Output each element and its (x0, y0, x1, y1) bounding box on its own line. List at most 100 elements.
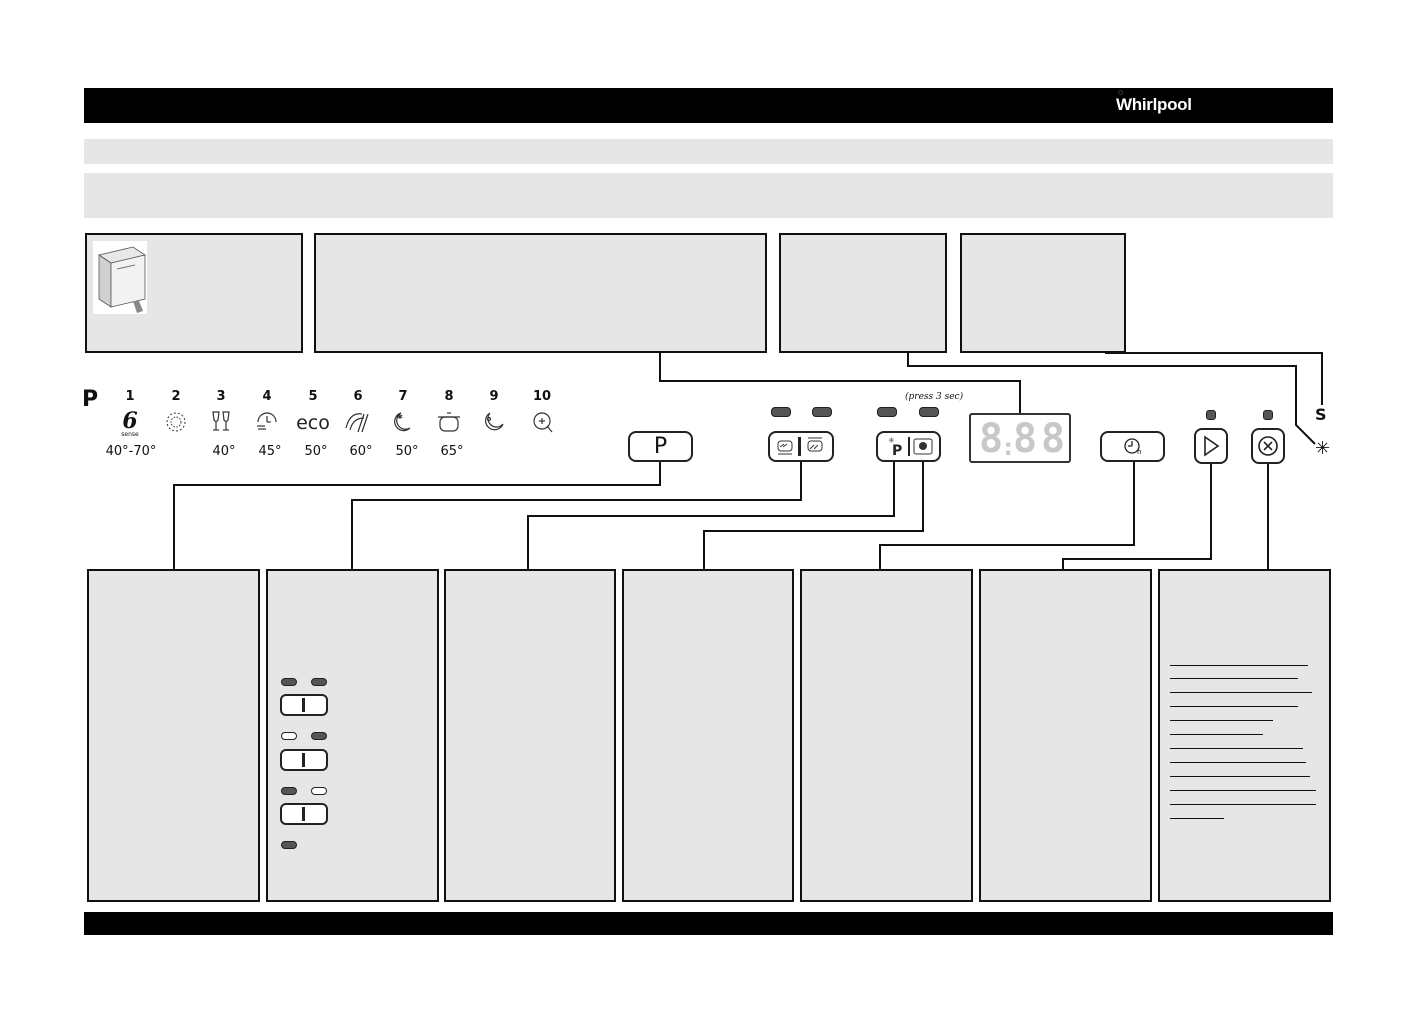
cancel-icon (1258, 436, 1278, 456)
svg-text:✳: ✳ (888, 436, 895, 445)
salt-info-box (779, 233, 947, 353)
mini-led (311, 732, 327, 740)
quick-wash-icon (257, 412, 277, 430)
text-line (1170, 748, 1303, 749)
title-band (84, 139, 1333, 164)
mini-led (311, 678, 327, 686)
text-line (1170, 804, 1316, 805)
svg-text:P: P (892, 443, 902, 459)
mini-led (281, 841, 297, 849)
eco-icon: eco (296, 412, 330, 434)
pot-icon (438, 412, 460, 432)
mini-led (311, 787, 327, 795)
start-button[interactable] (1194, 428, 1228, 464)
programme-symbol: P (82, 387, 99, 412)
mini-half-load-icon (280, 749, 328, 771)
salt-indicator-icon: S (1315, 405, 1327, 424)
display-colon: : (1001, 433, 1016, 461)
programme-temp: 50° (395, 444, 419, 459)
program-button[interactable]: P (628, 431, 693, 462)
text-line (1170, 678, 1298, 679)
text-line (1170, 790, 1316, 791)
programme-temp: 45° (258, 444, 282, 459)
half-load-icon (777, 437, 823, 456)
delay-start-button[interactable]: h (1100, 431, 1165, 462)
rinse-aid-indicator-icon: ✳ (1315, 438, 1331, 459)
programme-number: 4 (262, 389, 272, 404)
programme-temp: 40°-70° (105, 444, 157, 459)
night-alt-icon (485, 412, 504, 431)
text-line (1170, 692, 1312, 693)
programme-number: 10 (532, 389, 552, 404)
programme-icons: 6 sense eco ✱ (121, 408, 553, 438)
subtitle-band (84, 173, 1333, 218)
text-line (1170, 776, 1310, 777)
display-digit: 8 (1041, 416, 1066, 462)
cancel-led (1263, 410, 1273, 420)
half-load-led (771, 407, 791, 417)
half-load-info-box (266, 569, 439, 902)
text-line (1170, 665, 1308, 666)
svg-text:✱: ✱ (397, 413, 403, 421)
display-digit: 8 (1013, 416, 1038, 462)
press-3-sec-note: (press 3 sec) (905, 392, 964, 402)
start-icon (1204, 435, 1220, 457)
programme-number: 5 (308, 389, 318, 404)
programme-temp: 40° (212, 444, 236, 459)
text-line (1170, 762, 1306, 763)
programme-number: 8 (444, 389, 454, 404)
text-line (1170, 706, 1298, 707)
text-line (1170, 734, 1263, 735)
6th-sense-icon: 6 sense (121, 408, 139, 438)
whirlpool-logo: ◌ Whirlpool (1116, 87, 1196, 120)
digital-display: 8 : 8 8 (969, 413, 1071, 463)
start-led (1206, 410, 1216, 420)
mini-half-load-icon (280, 803, 328, 825)
programme-number: 6 (353, 389, 363, 404)
half-load-button[interactable] (768, 431, 834, 462)
svg-text:h: h (1137, 448, 1141, 456)
programme-temp: 60° (349, 444, 373, 459)
svg-text:sense: sense (121, 431, 139, 438)
prewash-icon (166, 412, 186, 432)
programme-number: 3 (216, 389, 226, 404)
mini-led (281, 732, 297, 740)
programme-number: 7 (398, 389, 408, 404)
rinse-aid-info-box (960, 233, 1126, 353)
footer-bar (84, 912, 1333, 935)
tablet-option-info-box (444, 569, 616, 902)
svg-text:6: 6 (122, 408, 137, 434)
programme-temp: 65° (440, 444, 464, 459)
programme-number: 9 (489, 389, 499, 404)
multizone-info-box (622, 569, 794, 902)
programme-number: 1 (125, 389, 135, 404)
logo-swirl-icon: ◌ (1118, 87, 1124, 97)
multizone-led (919, 407, 939, 417)
tablet-led (877, 407, 897, 417)
logo-text: Whirlpool (1116, 95, 1192, 114)
cancel-button[interactable] (1251, 428, 1285, 464)
intensive-icon (345, 413, 369, 433)
mini-half-load-icon (280, 694, 328, 716)
half-load-led (812, 407, 832, 417)
mini-led (281, 787, 297, 795)
text-line (1170, 720, 1273, 721)
start-info-box (979, 569, 1152, 902)
delay-start-info-box (800, 569, 973, 902)
text-line (1170, 818, 1224, 819)
hygiene-icon (533, 412, 553, 433)
programme-info-box (314, 233, 767, 353)
display-digit: 8 (979, 416, 1004, 462)
night-icon: ✱ (394, 412, 411, 432)
programme-number: 2 (171, 389, 181, 404)
dishwasher-illustration (93, 241, 147, 314)
programme-temp: 50° (304, 444, 328, 459)
mini-led (281, 678, 297, 686)
glasses-icon (212, 411, 230, 431)
delay-start-icon: h (1124, 438, 1141, 456)
options-button[interactable]: ✳ P (876, 431, 941, 462)
options-icon: ✳ P (888, 436, 933, 459)
programme-button-info-box (87, 569, 260, 902)
header-bar (84, 88, 1333, 123)
cancel-info-box (1158, 569, 1331, 902)
